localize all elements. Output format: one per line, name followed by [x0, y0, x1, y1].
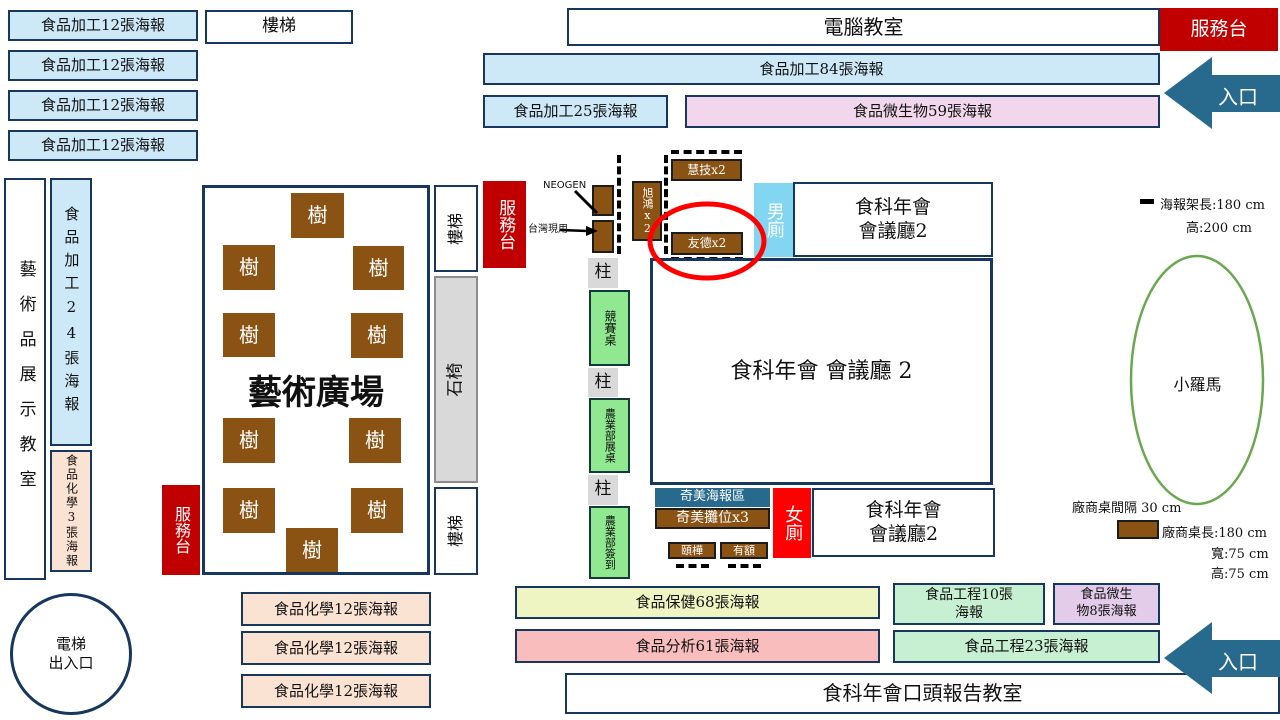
tree: 樹 [351, 488, 403, 533]
tree: 樹 [349, 418, 401, 463]
dashed-partition-h3 [676, 564, 709, 568]
tree: 樹 [291, 193, 344, 238]
entrance-bottom-label: 入口 [1218, 650, 1258, 674]
stone-bench: 石椅 [434, 276, 478, 483]
service-desk-left: 服務台 [162, 485, 200, 575]
poster-wall-fp24: 食品加工24張海報 [50, 178, 92, 446]
pillar-1: 柱 [588, 258, 618, 288]
mens-toilet: 男廁 [754, 183, 793, 257]
vendor-table-legend-icon [1117, 520, 1159, 539]
art-exhibition-room: 藝術品展示教室 [4, 178, 46, 580]
poster-wall-chem3: 食品化學3張海報 [50, 450, 92, 572]
poster-wall-chem12-2: 食品化學12張海報 [241, 631, 431, 665]
poster-wall-health68: 食品保健68張海報 [515, 586, 880, 619]
eng10-line1: 食品工程10張 [925, 586, 1013, 603]
qimei-poster-area: 奇美海報區 [655, 488, 770, 507]
poster-wall-fp12-3: 食品加工12張海報 [8, 90, 198, 121]
main-meeting-hall: 食科年會 會議廳 2 [650, 258, 993, 485]
vendor-table-taiwan [592, 220, 614, 253]
vendor-table-legend-line2: 寬:75 cm [1211, 547, 1269, 562]
competition-table: 競賽桌 [589, 290, 630, 366]
taiwan-vendor-label: 台灣現用 [528, 224, 568, 235]
poster-rack-legend-line2: 高:200 cm [1186, 221, 1252, 236]
poster-wall-chem12-1: 食品化學12張海報 [241, 592, 431, 626]
poster-wall-micro8: 食品微生 物8張海報 [1053, 583, 1160, 625]
dashed-partition-h1 [671, 150, 742, 154]
vendor-yihua: 頤樺 [668, 542, 716, 559]
poster-wall-fp12-1: 食品加工12張海報 [8, 10, 198, 41]
stairs-label: 樓梯 [445, 514, 465, 548]
tree: 樹 [223, 488, 275, 533]
poster-rack-legend-line1: 海報架長:180 cm [1160, 198, 1265, 213]
annual-meeting-hall-bottom: 食科年會 會議廳2 [812, 488, 995, 557]
tree: 樹 [286, 528, 338, 572]
vendor-table-legend-line3: 高:75 cm [1211, 567, 1269, 582]
dashed-partition-h4 [728, 564, 761, 568]
tree: 樹 [223, 418, 275, 463]
poster-wall-fp25: 食品加工25張海報 [483, 95, 668, 128]
pillar-3: 柱 [588, 475, 618, 505]
poster-wall-fp12-2: 食品加工12張海報 [8, 50, 198, 81]
service-desk-mid: 服務台 [483, 181, 526, 268]
agriculture-display-table: 農業部展桌 [589, 398, 630, 473]
womens-toilet: 女廁 [773, 488, 811, 558]
tree: 樹 [351, 313, 403, 358]
vendor-youde: 友德x2 [671, 232, 743, 255]
pillar-2: 柱 [588, 368, 618, 397]
eng10-line2: 海報 [955, 605, 983, 621]
annual-meeting-hall-top: 食科年會 會議廳2 [793, 182, 993, 257]
service-desk-top-right: 服務台 [1160, 8, 1278, 51]
vendor-xuhong: 旭鴻x2 [632, 181, 662, 241]
stairs-mid-bottom: 樓梯 [434, 487, 478, 575]
agriculture-signin-table: 農業部簽到 [589, 506, 630, 579]
poster-wall-chem12-3: 食品化學12張海報 [241, 674, 431, 708]
elevator-line2: 出入口 [48, 654, 94, 672]
elevator-entrance: 電梯 出入口 [10, 593, 132, 715]
poster-wall-eng10: 食品工程10張 海報 [893, 583, 1045, 625]
hall-line1: 食科年會 [865, 498, 942, 521]
computer-classroom: 電腦教室 [567, 8, 1160, 46]
dashed-partition-v2 [664, 155, 668, 254]
tree: 樹 [353, 246, 404, 290]
micro8-line2: 物8張海報 [1076, 604, 1137, 619]
stone-bench-label: 石椅 [445, 362, 466, 397]
poster-wall-fp84: 食品加工84張海報 [483, 53, 1160, 85]
hall-line2: 會議廳2 [868, 522, 939, 545]
vendor-table-spacing-legend: 廠商桌間隔 30 cm [1072, 501, 1182, 516]
entrance-top-label: 入口 [1218, 85, 1258, 109]
hall-line2: 會議廳2 [858, 219, 928, 242]
tree: 樹 [223, 313, 275, 357]
vendor-youe: 有額 [720, 542, 768, 559]
dashed-partition-v1 [617, 155, 621, 254]
qimei-booth: 奇美攤位x3 [655, 508, 770, 529]
vendor-huiji: 慧技x2 [671, 159, 742, 181]
vendor-table-legend-line1: 廠商桌長:180 cm [1162, 526, 1267, 541]
neogen-label: NEOGEN [543, 180, 587, 191]
poster-wall-analysis61: 食品分析61張海報 [515, 629, 880, 663]
poster-rack-legend-icon [1140, 199, 1154, 204]
poster-wall-eng23: 食品工程23張海報 [893, 630, 1160, 663]
hall-line1: 食科年會 [854, 195, 931, 218]
poster-wall-micro59: 食品微生物59張海報 [685, 95, 1160, 128]
little-rome-label: 小羅馬 [1173, 375, 1222, 394]
stairs-label: 樓梯 [445, 212, 465, 245]
stairs-top-left: 樓梯 [205, 10, 353, 44]
tree: 樹 [223, 245, 275, 290]
art-plaza-title: 藝術廣場 [248, 373, 384, 413]
poster-wall-fp12-4: 食品加工12張海報 [8, 130, 198, 161]
elevator-line1: 電梯 [55, 635, 86, 654]
oral-presentation-classroom: 食科年會口頭報告教室 [565, 673, 1280, 714]
vendor-table-neogen [592, 185, 614, 216]
micro8-line1: 食品微生 [1080, 587, 1133, 603]
stairs-mid-top: 樓梯 [434, 185, 478, 272]
